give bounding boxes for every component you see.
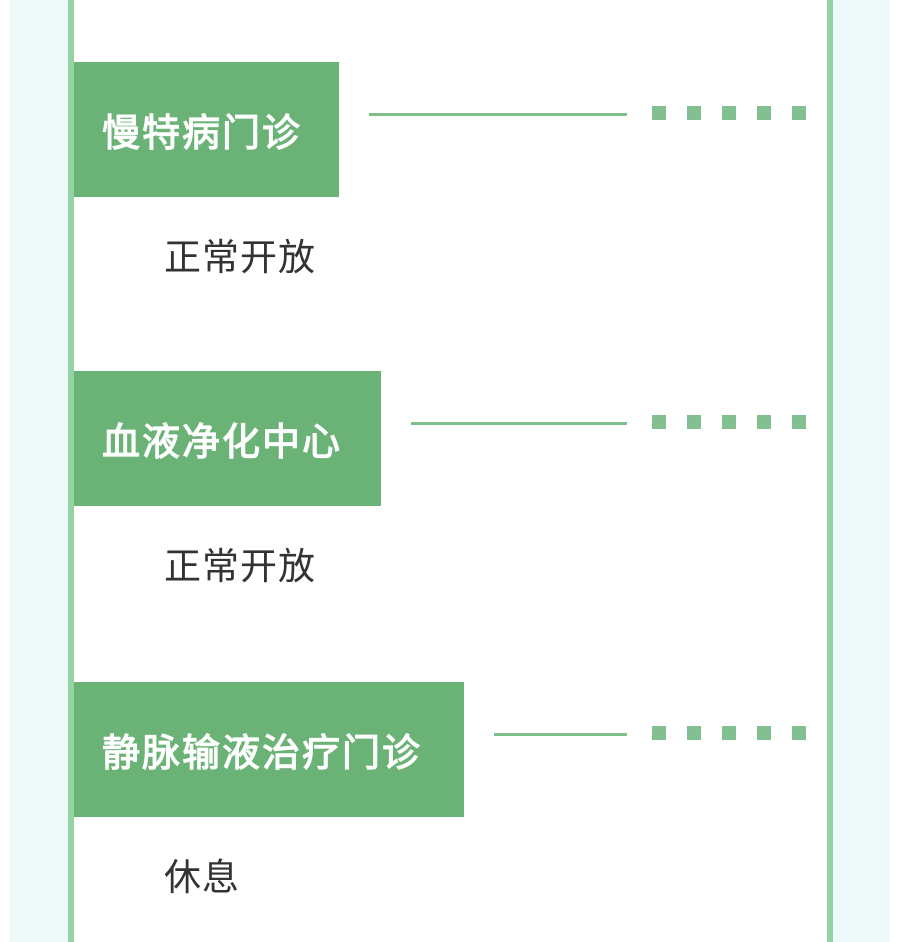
right-frame-line: [827, 0, 833, 942]
dot: [652, 726, 666, 740]
section-title: 血液净化中心: [102, 420, 343, 464]
right-side-band: [833, 0, 890, 942]
dot-row: [652, 106, 806, 120]
dot: [652, 106, 666, 120]
dot: [722, 726, 736, 740]
left-frame-line: [68, 0, 74, 942]
dot: [722, 106, 736, 120]
section-header: 慢特病门诊: [74, 62, 339, 197]
dot: [792, 415, 806, 429]
connector-line: [369, 113, 627, 116]
dot: [722, 415, 736, 429]
dot: [687, 726, 701, 740]
dot-row: [652, 726, 806, 740]
dot: [757, 415, 771, 429]
left-side-band: [10, 0, 68, 942]
section-title: 慢特病门诊: [102, 111, 303, 155]
section-chronic-clinic: 慢特病门诊 正常开放: [74, 62, 827, 322]
connector-line: [411, 422, 627, 425]
dot: [652, 415, 666, 429]
dot: [687, 415, 701, 429]
dot: [757, 106, 771, 120]
dot: [757, 726, 771, 740]
section-blood-purification: 血液净化中心 正常开放: [74, 371, 827, 631]
section-status: 正常开放: [164, 236, 316, 279]
dot: [687, 106, 701, 120]
section-title: 静脉输液治疗门诊: [102, 731, 423, 775]
section-header: 静脉输液治疗门诊: [74, 682, 464, 817]
dot: [792, 726, 806, 740]
dot: [792, 106, 806, 120]
section-status: 休息: [164, 856, 240, 899]
connector-line: [494, 733, 627, 736]
section-status: 正常开放: [164, 545, 316, 588]
dot-row: [652, 415, 806, 429]
section-infusion-clinic: 静脉输液治疗门诊 休息: [74, 682, 827, 942]
section-header: 血液净化中心: [74, 371, 381, 506]
